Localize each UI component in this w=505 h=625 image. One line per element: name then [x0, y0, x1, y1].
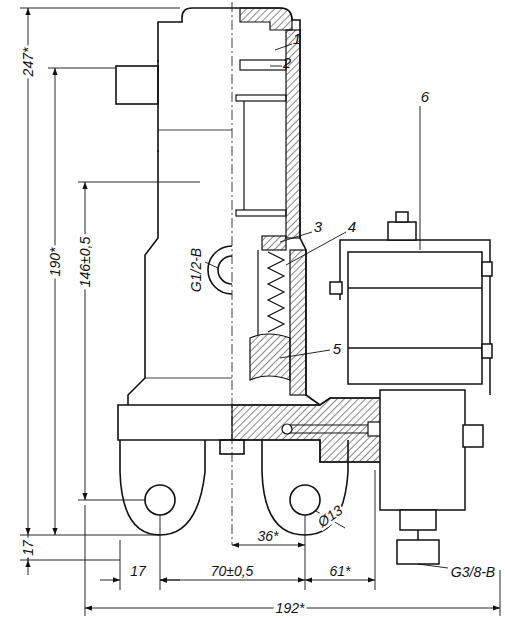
dimension-label: 190* [47, 246, 63, 279]
callout-number: 2 [281, 54, 293, 71]
thread-label: G1/2-B [188, 246, 204, 294]
dimension-label: 146±0,5 [77, 235, 93, 290]
dimension-lines [20, 8, 500, 616]
dimension-label: 70±0,5 [209, 563, 256, 579]
solenoid-valve [330, 212, 492, 564]
dimension-label: 17 [20, 538, 36, 558]
callout-number: 3 [312, 218, 324, 235]
callout-number: 4 [346, 218, 358, 235]
callout-number: 6 [419, 88, 431, 105]
dimension-label: 17 [128, 563, 148, 579]
section-walls [232, 8, 385, 462]
dimension-label: 247* [20, 46, 36, 79]
thread-label: G3/8-B [449, 564, 497, 580]
dimension-label: 36* [255, 528, 280, 544]
dimension-label: 61* [327, 563, 352, 579]
dimension-label: 192* [274, 600, 307, 616]
callout-number: 5 [331, 340, 343, 357]
callout-number: 1 [291, 30, 303, 47]
leader-lines [205, 44, 420, 358]
